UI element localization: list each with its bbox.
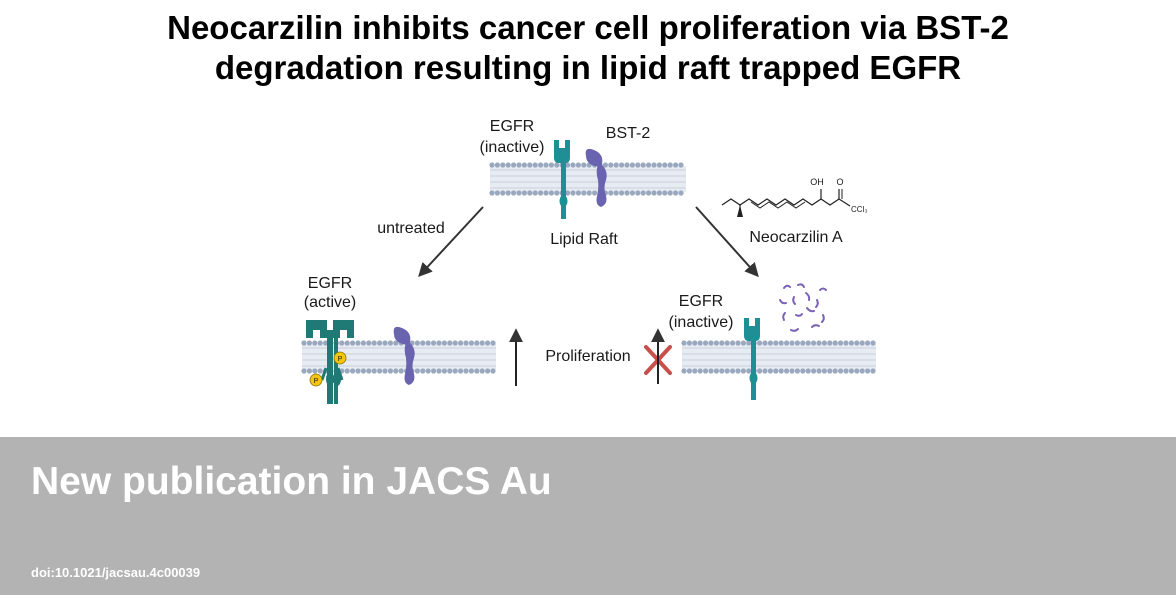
phosphate-label-2: P — [314, 378, 319, 385]
structure-ccl3: CCl₃ — [851, 205, 868, 214]
arrow-untreated — [418, 206, 484, 278]
phosphate-group-1: P — [333, 351, 347, 365]
arrow-treated — [695, 206, 759, 278]
phosphate-group-2: P — [309, 373, 323, 387]
bst2-label: BST-2 — [606, 125, 651, 142]
neocarzilin-a-structure — [721, 189, 851, 217]
stereo-wedge — [737, 205, 743, 217]
phosphate-label-1: P — [338, 356, 343, 363]
membrane-top — [489, 162, 686, 196]
lipid-raft-label: Lipid Raft — [550, 231, 618, 248]
bst2-degraded-fragments — [779, 283, 827, 332]
egfr-inactive-right-label-1: EGFR — [679, 293, 723, 310]
mechanism-diagram: EGFR (inactive) BST-2 Lipid Raft untreat… — [301, 118, 876, 404]
footer-banner: New publication in JACS Au doi:10.1021/j… — [0, 437, 1176, 595]
untreated-label: untreated — [377, 220, 445, 237]
egfr-inactive-right-label-2: (inactive) — [669, 314, 734, 331]
egfr-inactive-top-label-1: EGFR — [490, 118, 534, 135]
footer-headline: New publication in JACS Au — [31, 460, 552, 503]
egfr-dimer-active — [306, 320, 354, 404]
egfr-active-label-2: (active) — [304, 294, 356, 311]
egfr-receptor-top — [554, 140, 570, 219]
bst2-protein-top — [585, 148, 607, 207]
membrane-right — [681, 340, 876, 374]
bst2-protein-left — [393, 326, 415, 385]
page-title: Neocarzilin inhibits cancer cell prolife… — [0, 8, 1176, 88]
neocarzilin-a-label: Neocarzilin A — [749, 229, 843, 246]
structure-o: O — [836, 177, 843, 187]
doi-link[interactable]: doi:10.1021/jacsau.4c00039 — [31, 565, 201, 580]
egfr-inactive-top-label-2: (inactive) — [480, 139, 545, 156]
structure-oh: OH — [810, 177, 824, 187]
title-line-2: degradation resulting in lipid raft trap… — [214, 49, 962, 86]
proliferation-label: Proliferation — [545, 348, 630, 365]
egfr-active-label-1: EGFR — [308, 275, 352, 292]
title-line-1: Neocarzilin inhibits cancer cell prolife… — [167, 9, 1009, 46]
egfr-receptor-right — [744, 318, 760, 400]
